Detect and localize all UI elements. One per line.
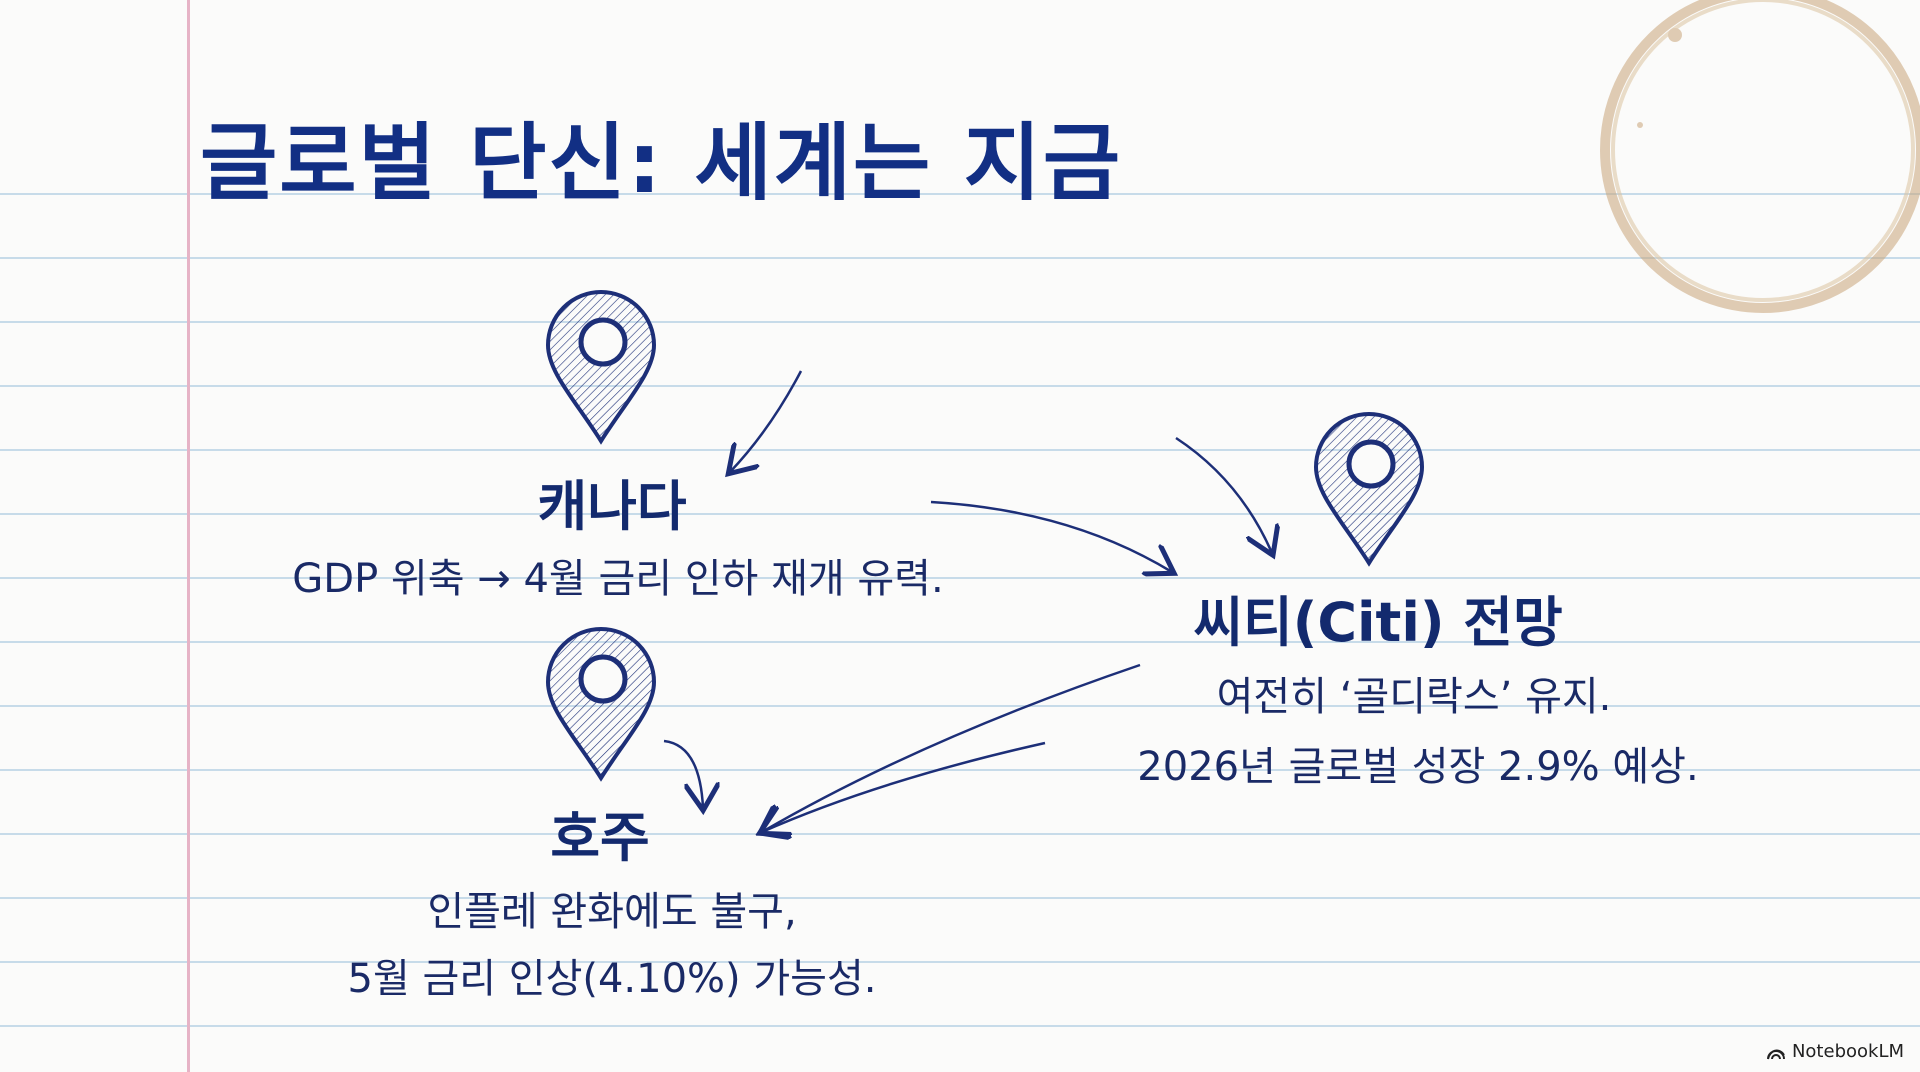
map-pin-icon-australia — [545, 627, 657, 782]
canada-text: GDP 위축 → 4월 금리 인하 재개 유력. — [292, 556, 944, 602]
ruled-lines — [0, 193, 1920, 1072]
arrow-to-australia — [663, 739, 703, 808]
map-pin-icon-citi — [1313, 412, 1425, 567]
citi-line2: 2026년 글로벌 성장 2.9% 예상. — [1137, 744, 1699, 790]
australia-line1: 인플레 완화에도 불구, — [427, 889, 797, 935]
arrow-to-canada — [730, 370, 803, 472]
canada-heading: 캐나다 — [537, 475, 687, 538]
arrow-citi-to-australia-1 — [762, 663, 1141, 832]
citi-heading: 씨티(Citi) 전망 — [1193, 591, 1563, 654]
margin-line — [187, 0, 190, 1072]
brand-watermark: NotebookLM — [1766, 1041, 1904, 1062]
page-title: 글로벌 단신: 세계는 지금 — [200, 114, 1123, 212]
australia-heading: 호주 — [550, 806, 650, 869]
map-pin-icon-canada — [545, 290, 657, 445]
arrow-to-citi-pin — [1175, 436, 1272, 553]
coffee-stain — [1600, 0, 1920, 313]
brand-label: NotebookLM — [1791, 1041, 1904, 1062]
arrow-canada-to-citi — [930, 500, 1172, 572]
arrow-citi-to-australia-2 — [762, 741, 1046, 832]
notebooklm-logo-icon — [1766, 1049, 1785, 1059]
australia-line2: 5월 금리 인상(4.10%) 가능성. — [347, 956, 877, 1002]
citi-line1: 여전히 ‘골디락스’ 유지. — [1216, 674, 1612, 720]
